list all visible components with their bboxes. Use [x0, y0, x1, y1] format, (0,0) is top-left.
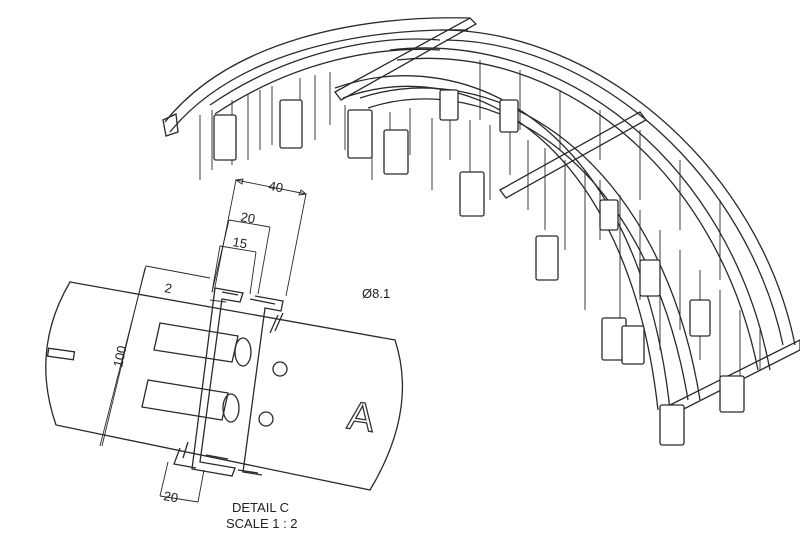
dim-20-top: 20	[239, 209, 256, 226]
c-channel-profiles	[173, 287, 284, 477]
dim-15: 15	[231, 234, 248, 251]
dim-20-bottom: 20	[162, 488, 179, 505]
arch-rails	[164, 17, 796, 411]
hanging-plates	[213, 89, 745, 446]
plate-outline	[45, 281, 404, 491]
dim-2: 2	[163, 280, 173, 296]
dimension-lines	[99, 178, 308, 503]
detail-caption-title: DETAIL C	[232, 500, 289, 515]
dimension-labels: 40 20 15 2 100 20 Ø8.1	[110, 178, 390, 505]
plate-letter: A	[345, 394, 378, 441]
detail-c-view	[45, 281, 404, 491]
dim-100: 100	[110, 344, 129, 368]
dim-diameter: Ø8.1	[362, 286, 390, 301]
arch-structure	[162, 17, 800, 446]
dim-40: 40	[267, 178, 284, 195]
detail-caption-scale: SCALE 1 : 2	[226, 516, 298, 531]
